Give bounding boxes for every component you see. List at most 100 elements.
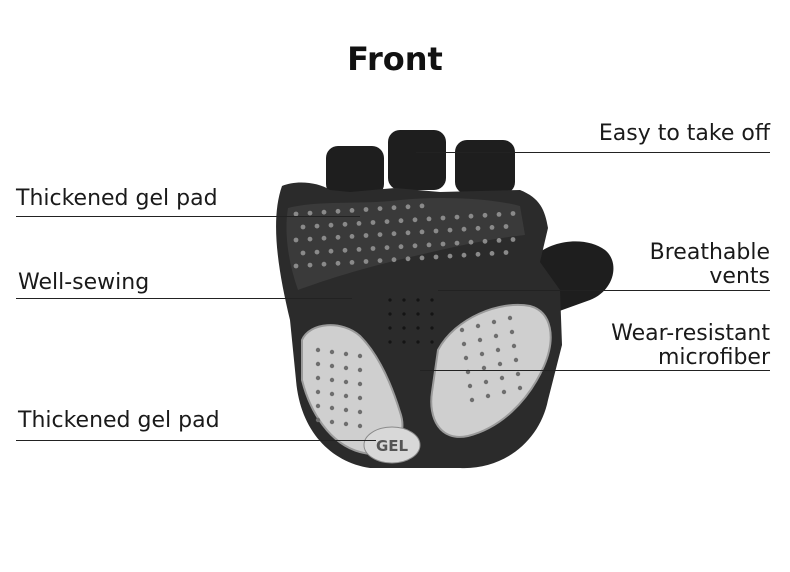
gel-badge	[363, 426, 421, 464]
vent-dot	[489, 251, 495, 256]
vent-dot	[419, 255, 425, 261]
vent-dot	[405, 230, 411, 236]
vent-dot	[461, 252, 467, 258]
vent-dot	[363, 207, 369, 212]
vent-dot	[343, 393, 349, 399]
vent-dot	[405, 204, 411, 210]
vent-dot	[329, 405, 335, 411]
line-breathable	[438, 290, 770, 291]
label-gel-pad-top: Thickened gel pad	[16, 186, 218, 211]
vent-dot	[343, 379, 349, 385]
vent-dot	[475, 251, 481, 257]
vent-dot	[477, 337, 483, 343]
gel-pad-left	[301, 324, 404, 455]
vent-dot	[357, 381, 363, 387]
vent-dot	[495, 347, 501, 353]
line-well-sewing	[16, 298, 352, 299]
label-well-sewing: Well-sewing	[18, 270, 150, 295]
line-gel-pad-top	[16, 216, 360, 217]
vent-dot	[475, 323, 481, 329]
vent-dot	[426, 242, 432, 248]
line-wear	[420, 370, 770, 371]
vent-dot	[459, 327, 465, 333]
vent-dot	[357, 409, 363, 415]
band-vent-dots	[293, 203, 516, 269]
vent-dot	[485, 393, 491, 399]
label-wear-1: Wear-resistant	[611, 321, 770, 346]
vent-dot	[482, 238, 488, 244]
vent-dot	[329, 349, 335, 355]
gel-pad-dots	[315, 315, 523, 429]
vent-dot	[293, 263, 299, 269]
vent-dot	[402, 326, 406, 330]
vent-dot	[469, 397, 475, 403]
vent-dot	[513, 357, 519, 363]
vent-dot	[343, 421, 349, 427]
vent-dot	[307, 262, 313, 268]
vent-dot	[370, 246, 376, 251]
vent-dot	[402, 340, 406, 344]
vent-dot	[343, 407, 349, 413]
vent-dot	[419, 203, 425, 209]
vent-dot	[402, 312, 406, 316]
vent-dot	[329, 391, 335, 397]
vent-dot	[440, 215, 446, 221]
vent-dot	[405, 256, 411, 262]
vent-dot	[315, 361, 321, 367]
vent-dot	[357, 423, 363, 429]
vent-dot	[329, 419, 335, 425]
vent-dot	[499, 375, 505, 381]
vent-dot	[315, 417, 321, 423]
vent-dot	[461, 226, 467, 232]
vent-dot	[384, 245, 390, 251]
line-easy-off	[416, 152, 770, 153]
vent-dot	[430, 340, 434, 344]
vent-dot	[363, 233, 369, 238]
label-wear-2: microfiber	[657, 345, 770, 370]
vent-dot	[315, 347, 321, 353]
vent-dot	[433, 228, 439, 234]
vent-dot	[307, 210, 313, 216]
vent-dot	[475, 225, 481, 231]
vent-dot	[440, 241, 446, 247]
vent-dot	[416, 326, 420, 330]
label-gel-pad-bottom: Thickened gel pad	[18, 408, 220, 433]
vent-dot	[356, 247, 362, 252]
label-breathable-1: Breathable	[649, 240, 770, 265]
vent-dot	[454, 240, 460, 246]
vent-dot	[454, 214, 460, 220]
vent-dot	[363, 259, 369, 264]
vent-dot	[461, 341, 467, 347]
vent-dot	[493, 333, 499, 339]
vent-dot	[388, 298, 392, 302]
vent-dot	[377, 206, 383, 212]
vent-dot	[315, 403, 321, 409]
vent-dot	[447, 227, 453, 233]
vent-dot	[335, 234, 341, 240]
vent-dot	[328, 248, 334, 254]
vent-dot	[357, 395, 363, 401]
vent-dot	[479, 351, 485, 357]
page-title: Front	[347, 40, 443, 78]
vent-dot	[377, 258, 383, 263]
gel-badge-text: GEL	[376, 437, 409, 455]
vent-dot	[342, 221, 348, 227]
vent-dot	[515, 371, 521, 377]
vent-dot	[300, 224, 306, 230]
vent-dot	[391, 205, 397, 211]
vent-dot	[349, 260, 355, 265]
vent-dot	[430, 312, 434, 316]
vent-dot	[321, 235, 327, 241]
vent-dot	[412, 217, 418, 223]
vent-dot	[329, 363, 335, 369]
vent-dot	[496, 212, 502, 217]
vent-dot	[503, 224, 509, 229]
vent-dot	[510, 211, 516, 216]
vent-dot	[398, 244, 404, 250]
vent-dot	[467, 383, 473, 389]
vent-dot	[321, 261, 327, 267]
vent-dot	[468, 239, 474, 245]
vent-dot	[416, 312, 420, 316]
vent-dot	[496, 238, 502, 243]
vent-dot	[343, 351, 349, 357]
